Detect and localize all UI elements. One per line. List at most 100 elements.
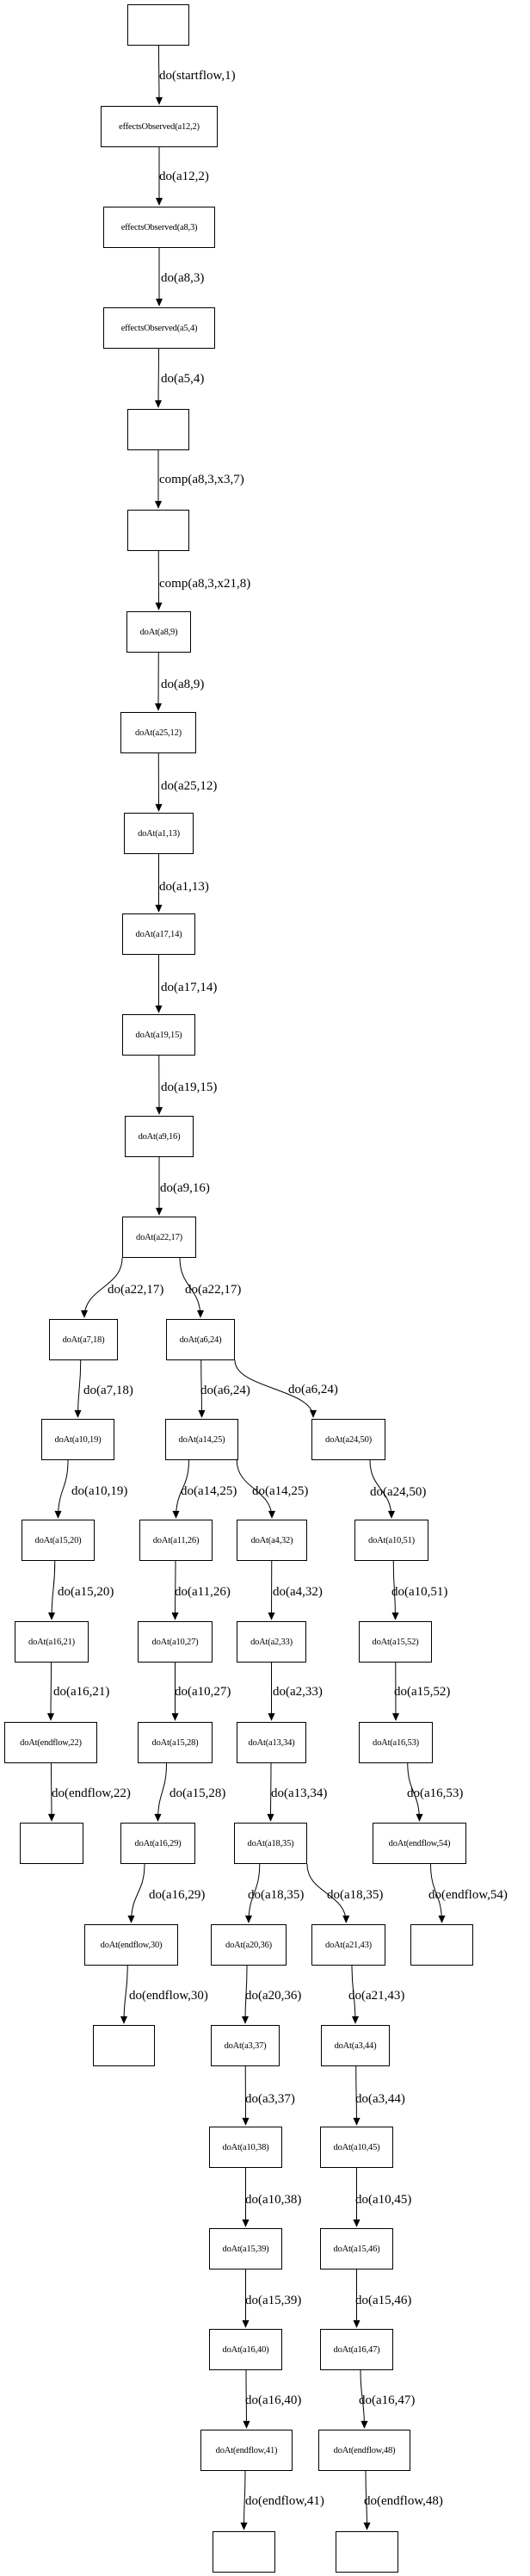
edge-label: do(a5,4)	[161, 372, 205, 386]
node-doat-a8-9: doAt(a8,9)	[126, 611, 191, 653]
edge-label: do(a7,18)	[83, 1384, 133, 1397]
graph-edge	[80, 1257, 123, 1318]
edge-label: do(a14,25)	[181, 1484, 237, 1498]
edge-label: do(a13,34)	[271, 1786, 328, 1800]
node-doat-a24-50: doAt(a24,50)	[311, 1419, 385, 1460]
edge-label: do(a8,9)	[161, 678, 205, 691]
graph-edge	[127, 1863, 145, 1923]
graph-edge	[353, 2065, 361, 2126]
node-label: doAt(a24,50)	[325, 1434, 372, 1445]
node-doat-a15-28: doAt(a15,28)	[138, 1722, 213, 1763]
node-empty	[20, 1823, 83, 1864]
node-label: doAt(a15,52)	[372, 1637, 419, 1647]
graph-edge	[407, 1762, 423, 1822]
node-label: doAt(a1,13)	[138, 828, 180, 839]
node-doat-a13-34: doAt(a13,34)	[237, 1722, 306, 1763]
edge-label: do(a24,50)	[370, 1485, 427, 1499]
node-doat-a21-43: doAt(a21,43)	[311, 1924, 385, 1966]
edge-label: do(a18,35)	[327, 1888, 384, 1902]
node-label: doAt(a4,32)	[250, 1535, 293, 1545]
node-doat-a15-46: doAt(a15,46)	[320, 2228, 393, 2269]
edge-label: do(a20,36)	[245, 1989, 302, 2003]
node-doat-a10-51: doAt(a10,51)	[354, 1520, 428, 1561]
node-doat-a22-17: doAt(a22,17)	[122, 1217, 196, 1258]
node-label: doAt(a20,36)	[225, 1940, 272, 1950]
node-label: doAt(a18,35)	[247, 1838, 294, 1848]
edge-label: do(a10,27)	[175, 1685, 231, 1699]
node-doat-a10-38: doAt(a10,38)	[209, 2127, 282, 2168]
node-doat-a11-26: doAt(a11,26)	[139, 1520, 213, 1561]
node-label: doAt(a17,14)	[135, 929, 182, 939]
edge-label: do(endflow,22)	[52, 1786, 131, 1800]
edge-label: do(a2,33)	[273, 1685, 323, 1699]
node-label: doAt(a15,46)	[333, 2244, 380, 2254]
node-doat-a2-33: doAt(a2,33)	[237, 1621, 306, 1663]
graph-edge	[267, 1762, 274, 1822]
node-label: doAt(a11,26)	[152, 1535, 200, 1545]
node-doat-a1-13: doAt(a1,13)	[124, 813, 194, 854]
node-label: effectsObserved(a5,4)	[120, 323, 198, 333]
node-label: doAt(a19,15)	[135, 1030, 182, 1040]
node-label: doAt(a15,39)	[222, 2244, 269, 2254]
edge-label: do(startflow,1)	[159, 69, 236, 83]
node-doat-a15-20: doAt(a15,20)	[22, 1520, 95, 1561]
node-doat-a6-24: doAt(a6,24)	[166, 1319, 235, 1360]
node-doat-a16-53: doAt(a16,53)	[359, 1722, 433, 1763]
node-label: doAt(a8,9)	[139, 627, 178, 637]
graph-edge	[179, 1257, 205, 1318]
graph-edge	[244, 1863, 261, 1923]
node-label: doAt(a6,24)	[179, 1334, 222, 1345]
node-label: doAt(a13,34)	[248, 1737, 295, 1748]
node-empty	[93, 2025, 155, 2066]
edge-label: do(a15,52)	[394, 1685, 451, 1699]
node-label: doAt(endflow,48)	[333, 2445, 396, 2455]
graph-edge	[47, 1560, 56, 1620]
edge-label: do(endflow,48)	[364, 2494, 443, 2508]
node-empty	[213, 2531, 275, 2573]
edge-label: do(a10,51)	[391, 1585, 448, 1599]
graph-edge	[243, 2369, 250, 2429]
graph-edge	[74, 1359, 82, 1418]
node-label: doAt(a16,47)	[333, 2344, 380, 2355]
node-doat-a7-18: doAt(a7,18)	[49, 1319, 118, 1360]
node-doat-endflow-48: doAt(endflow,48)	[318, 2430, 410, 2471]
node-label: doAt(a16,29)	[134, 1838, 182, 1848]
edge-label: do(a25,12)	[161, 779, 218, 793]
edge-label: do(a9,16)	[160, 1181, 210, 1195]
node-label: doAt(a22,17)	[136, 1232, 182, 1242]
node-doat-endflow-41: doAt(endflow,41)	[200, 2430, 293, 2471]
node-label: doAt(a15,20)	[34, 1535, 82, 1545]
node-doat-a14-25: doAt(a14,25)	[165, 1419, 238, 1460]
edge-label: do(a12,2)	[159, 170, 209, 183]
node-empty	[127, 409, 189, 450]
edge-label: do(a15,46)	[355, 2294, 412, 2307]
graph-edge	[172, 1459, 189, 1519]
node-effectsobserved-a8-3: effectsObserved(a8,3)	[103, 207, 215, 248]
node-label: doAt(a10,38)	[222, 2142, 269, 2152]
edge-label: do(a6,24)	[200, 1384, 250, 1397]
edge-label: do(a14,25)	[252, 1484, 309, 1498]
edge-label: do(a16,53)	[407, 1786, 464, 1800]
node-doat-a3-44: doAt(a3,44)	[321, 2025, 390, 2066]
node-label: doAt(a9,16)	[138, 1131, 181, 1142]
node-label: doAt(a10,27)	[151, 1637, 199, 1647]
node-doat-a15-52: doAt(a15,52)	[359, 1621, 432, 1663]
node-empty	[410, 1924, 473, 1966]
node-label: doAt(a7,18)	[62, 1334, 105, 1345]
node-doat-a17-14: doAt(a17,14)	[122, 913, 195, 955]
node-label: doAt(a16,53)	[373, 1737, 419, 1748]
node-empty	[127, 510, 189, 551]
edge-label: do(a10,38)	[245, 2193, 302, 2207]
node-label: doAt(a2,33)	[250, 1637, 293, 1647]
node-doat-a16-40: doAt(a16,40)	[209, 2329, 282, 2370]
node-empty	[127, 4, 189, 46]
node-label: doAt(a21,43)	[325, 1940, 372, 1950]
node-empty	[336, 2531, 398, 2573]
graph-edge	[236, 1459, 276, 1519]
node-doat-a25-12: doAt(a25,12)	[120, 712, 196, 753]
graph-edge	[46, 1662, 55, 1721]
edge-label: do(a3,44)	[355, 2092, 405, 2106]
node-label: doAt(endflow,41)	[215, 2445, 278, 2455]
